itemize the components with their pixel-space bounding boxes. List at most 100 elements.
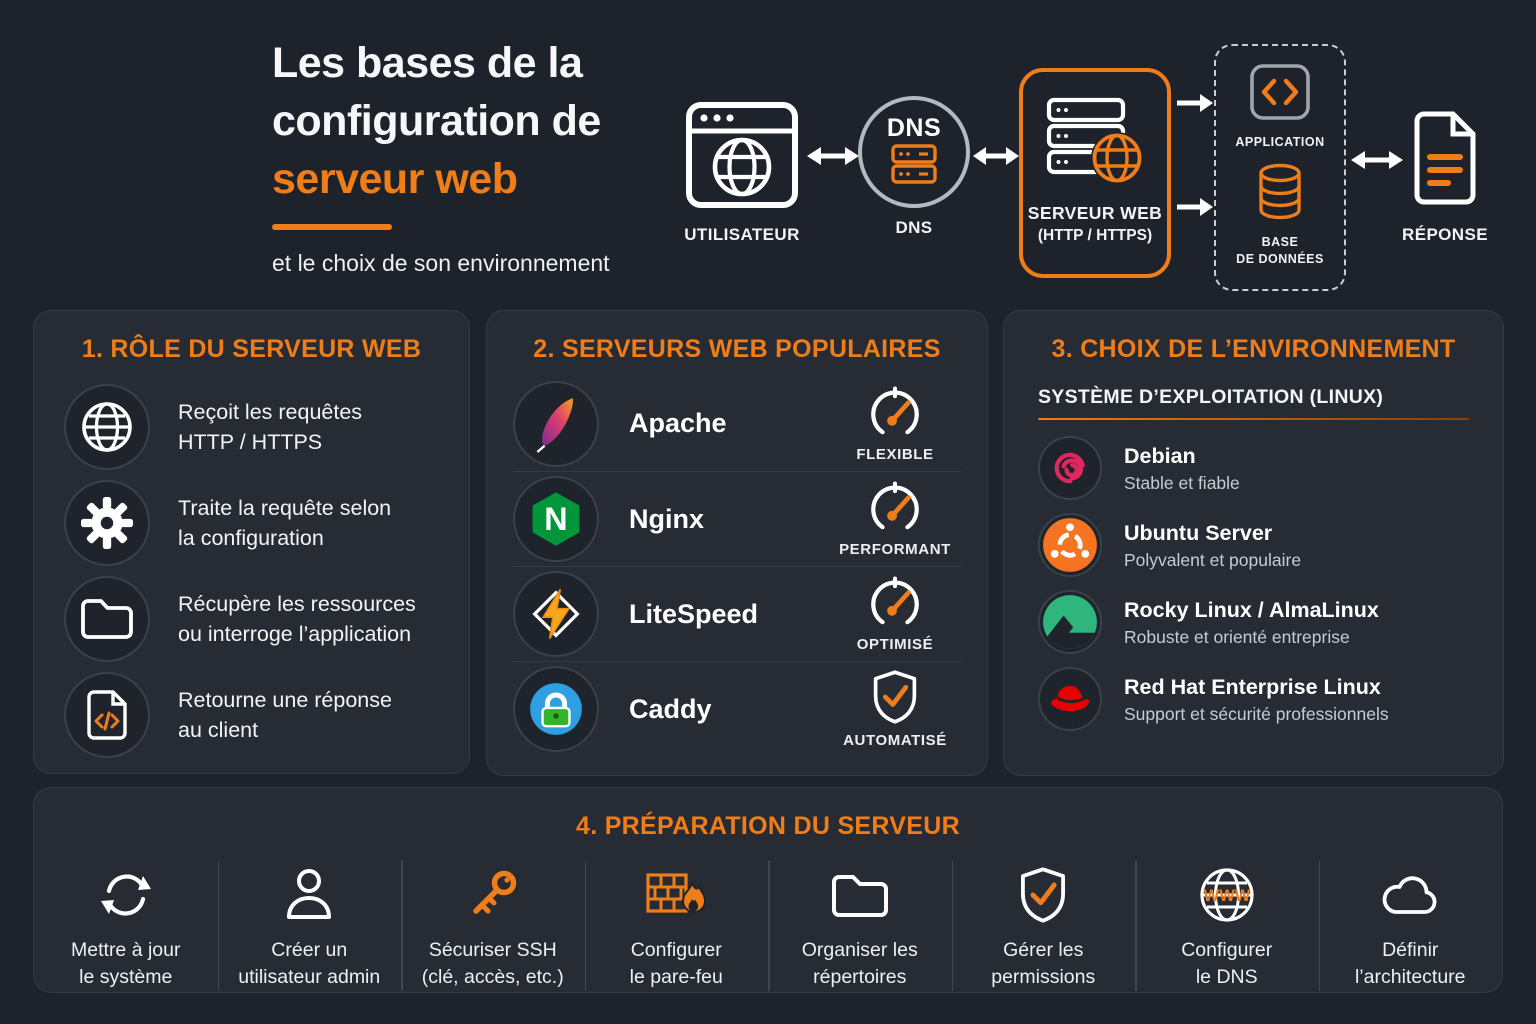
server-badge: AUTOMATISÉ	[829, 669, 961, 749]
title-line-1: Les bases de la	[272, 39, 583, 87]
code-brackets-icon	[1247, 62, 1313, 127]
card-choix-environnement: 3. CHOIX DE L’ENVIRONNEMENT SYSTÈME D’EX…	[1003, 310, 1504, 776]
env-section-label: SYSTÈME D’EXPLOITATION (LINUX)	[1038, 386, 1384, 408]
flow-label-base-line2: DE DONNÉES	[1236, 252, 1324, 266]
prep-label: Configurer le pare-feu	[630, 937, 723, 991]
page-title: Les bases de la configuration de serveur…	[272, 34, 610, 277]
card-prep-title: 4. PRÉPARATION DU SERVEUR	[576, 812, 960, 840]
litespeed-logo	[513, 571, 599, 657]
flow-node-response: RÉPONSE	[1390, 110, 1500, 245]
list-item: Gérer les permissions	[951, 857, 1136, 999]
arrow-server-application	[1176, 91, 1214, 120]
env-section-header: SYSTÈME D’EXPLOITATION (LINUX)	[1038, 386, 1469, 420]
env-item-text: Red Hat Enterprise Linux Support et sécu…	[1124, 674, 1389, 725]
list-item: Retourne une réponse au client	[64, 672, 469, 758]
dns-inner-text: DNS	[886, 114, 942, 142]
env-list: Debian Stable et fiable Ubuntu Server	[1038, 436, 1503, 731]
prep-label-line2: permissions	[991, 966, 1096, 988]
redhat-logo	[1038, 667, 1102, 731]
role-item-line2: ou interroge l’application	[178, 622, 412, 646]
env-name: Rocky Linux / AlmaLinux	[1124, 597, 1379, 622]
list-item: Ubuntu Server Polyvalent et populaire	[1038, 513, 1503, 577]
env-name: Red Hat Enterprise Linux	[1124, 674, 1381, 699]
env-item-text: Ubuntu Server Polyvalent et populaire	[1124, 520, 1301, 571]
prep-label-line2: utilisateur admin	[238, 966, 381, 988]
env-description: Robuste et orienté entreprise	[1124, 626, 1350, 647]
firewall-icon	[644, 863, 708, 927]
server-badge: PERFORMANT	[829, 480, 961, 558]
list-item: Reçoit les requêtes HTTP / HTTPS	[64, 384, 469, 470]
badge-label: PERFORMANT	[839, 541, 951, 558]
shield-check-icon	[1017, 863, 1069, 927]
list-item: LiteSpeed OPTIMISÉ	[513, 566, 961, 661]
env-item-text: Debian Stable et fiable	[1124, 443, 1240, 494]
svg-text:WWW: WWW	[1203, 887, 1250, 905]
flow-label-utilisateur: UTILISATEUR	[684, 225, 800, 244]
debian-logo	[1038, 436, 1102, 500]
dns-circle: DNS	[858, 96, 970, 208]
prep-label-line2: l’architecture	[1354, 966, 1466, 988]
title-line-3: serveur web	[272, 155, 518, 203]
gauge-icon	[864, 385, 926, 444]
title-line-2: configuration de	[272, 97, 601, 145]
refresh-icon	[97, 863, 155, 927]
list-item: Organiser les répertoires	[768, 857, 952, 999]
flow-node-user: UTILISATEUR	[662, 100, 822, 245]
prep-label: Configurer le DNS	[1181, 937, 1272, 991]
env-description: Support et sécurité professionnels	[1124, 703, 1389, 724]
role-item-line1: Reçoit les requêtes	[178, 400, 363, 424]
flow-label-reponse: RÉPONSE	[1402, 225, 1488, 244]
key-icon	[464, 863, 522, 927]
prep-label-line1: Organiser les	[801, 939, 918, 961]
prep-label-line1: Définir	[1382, 939, 1439, 961]
server-name: Caddy	[629, 693, 712, 724]
card-serveurs-populaires: 2. SERVEURS WEB POPULAIRES Apache	[486, 310, 988, 776]
prep-label-line2: répertoires	[813, 966, 907, 988]
globe-icon	[64, 384, 150, 470]
database-icon	[1256, 162, 1304, 227]
list-item: Rocky Linux / AlmaLinux Robuste et orien…	[1038, 590, 1503, 654]
browser-icon	[684, 100, 800, 217]
prep-row: Mettre à jour le système Créer un utilis…	[34, 857, 1502, 999]
svg-text:N: N	[544, 501, 567, 537]
document-icon	[1411, 110, 1479, 211]
list-item: Créer un utilisateur admin	[217, 857, 402, 999]
code-file-icon	[64, 672, 150, 758]
list-item: Traite la requête selon la configuration	[64, 480, 469, 566]
role-item-line2: au client	[178, 718, 259, 742]
server-badge: FLEXIBLE	[829, 385, 961, 463]
badge-label: AUTOMATISÉ	[843, 732, 947, 749]
webserver-icon	[1045, 96, 1145, 191]
dns-stack-icon	[889, 143, 939, 190]
env-description: Polyvalent et populaire	[1124, 549, 1302, 570]
env-item-text: Rocky Linux / AlmaLinux Robuste et orien…	[1124, 597, 1379, 648]
prep-label-line1: Gérer les	[1003, 939, 1084, 961]
apache-logo	[513, 380, 599, 467]
badge-label: OPTIMISÉ	[856, 636, 934, 653]
card-preparation-serveur: 4. PRÉPARATION DU SERVEUR Mettre à jour …	[33, 787, 1503, 993]
gauge-icon	[864, 575, 926, 634]
env-description: Stable et fiable	[1124, 472, 1240, 493]
prep-label: Sécuriser SSH (clé, accès, etc.)	[422, 937, 564, 991]
prep-label: Mettre à jour le système	[71, 937, 180, 991]
prep-label-line1: Configurer	[1181, 939, 1273, 961]
role-item-line2: la configuration	[178, 526, 324, 550]
prep-label: Créer un utilisateur admin	[238, 937, 380, 991]
arrow-user-dns	[806, 143, 860, 174]
flow-label-dns: DNS	[895, 218, 933, 237]
prep-label-line2: le DNS	[1195, 966, 1258, 988]
server-badge: OPTIMISÉ	[829, 575, 961, 653]
role-item-text: Récupère les ressources ou interroge l’a…	[178, 589, 416, 649]
nginx-logo: N	[513, 476, 599, 562]
caddy-logo	[513, 666, 599, 752]
server-name: Apache	[629, 408, 727, 438]
list-item: WWW Configurer le DNS	[1135, 857, 1319, 999]
prep-label: Gérer les permissions	[991, 937, 1095, 991]
flow-sublabel-http-https: (HTTP / HTTPS)	[1037, 227, 1153, 244]
role-list: Reçoit les requêtes HTTP / HTTPS	[64, 384, 469, 758]
prep-label-line2: le pare-feu	[629, 966, 723, 988]
role-item-text: Reçoit les requêtes HTTP / HTTPS	[178, 397, 362, 457]
role-item-line1: Retourne une réponse	[178, 688, 392, 712]
flow-node-webserver: SERVEUR WEB (HTTP / HTTPS)	[1019, 68, 1171, 278]
